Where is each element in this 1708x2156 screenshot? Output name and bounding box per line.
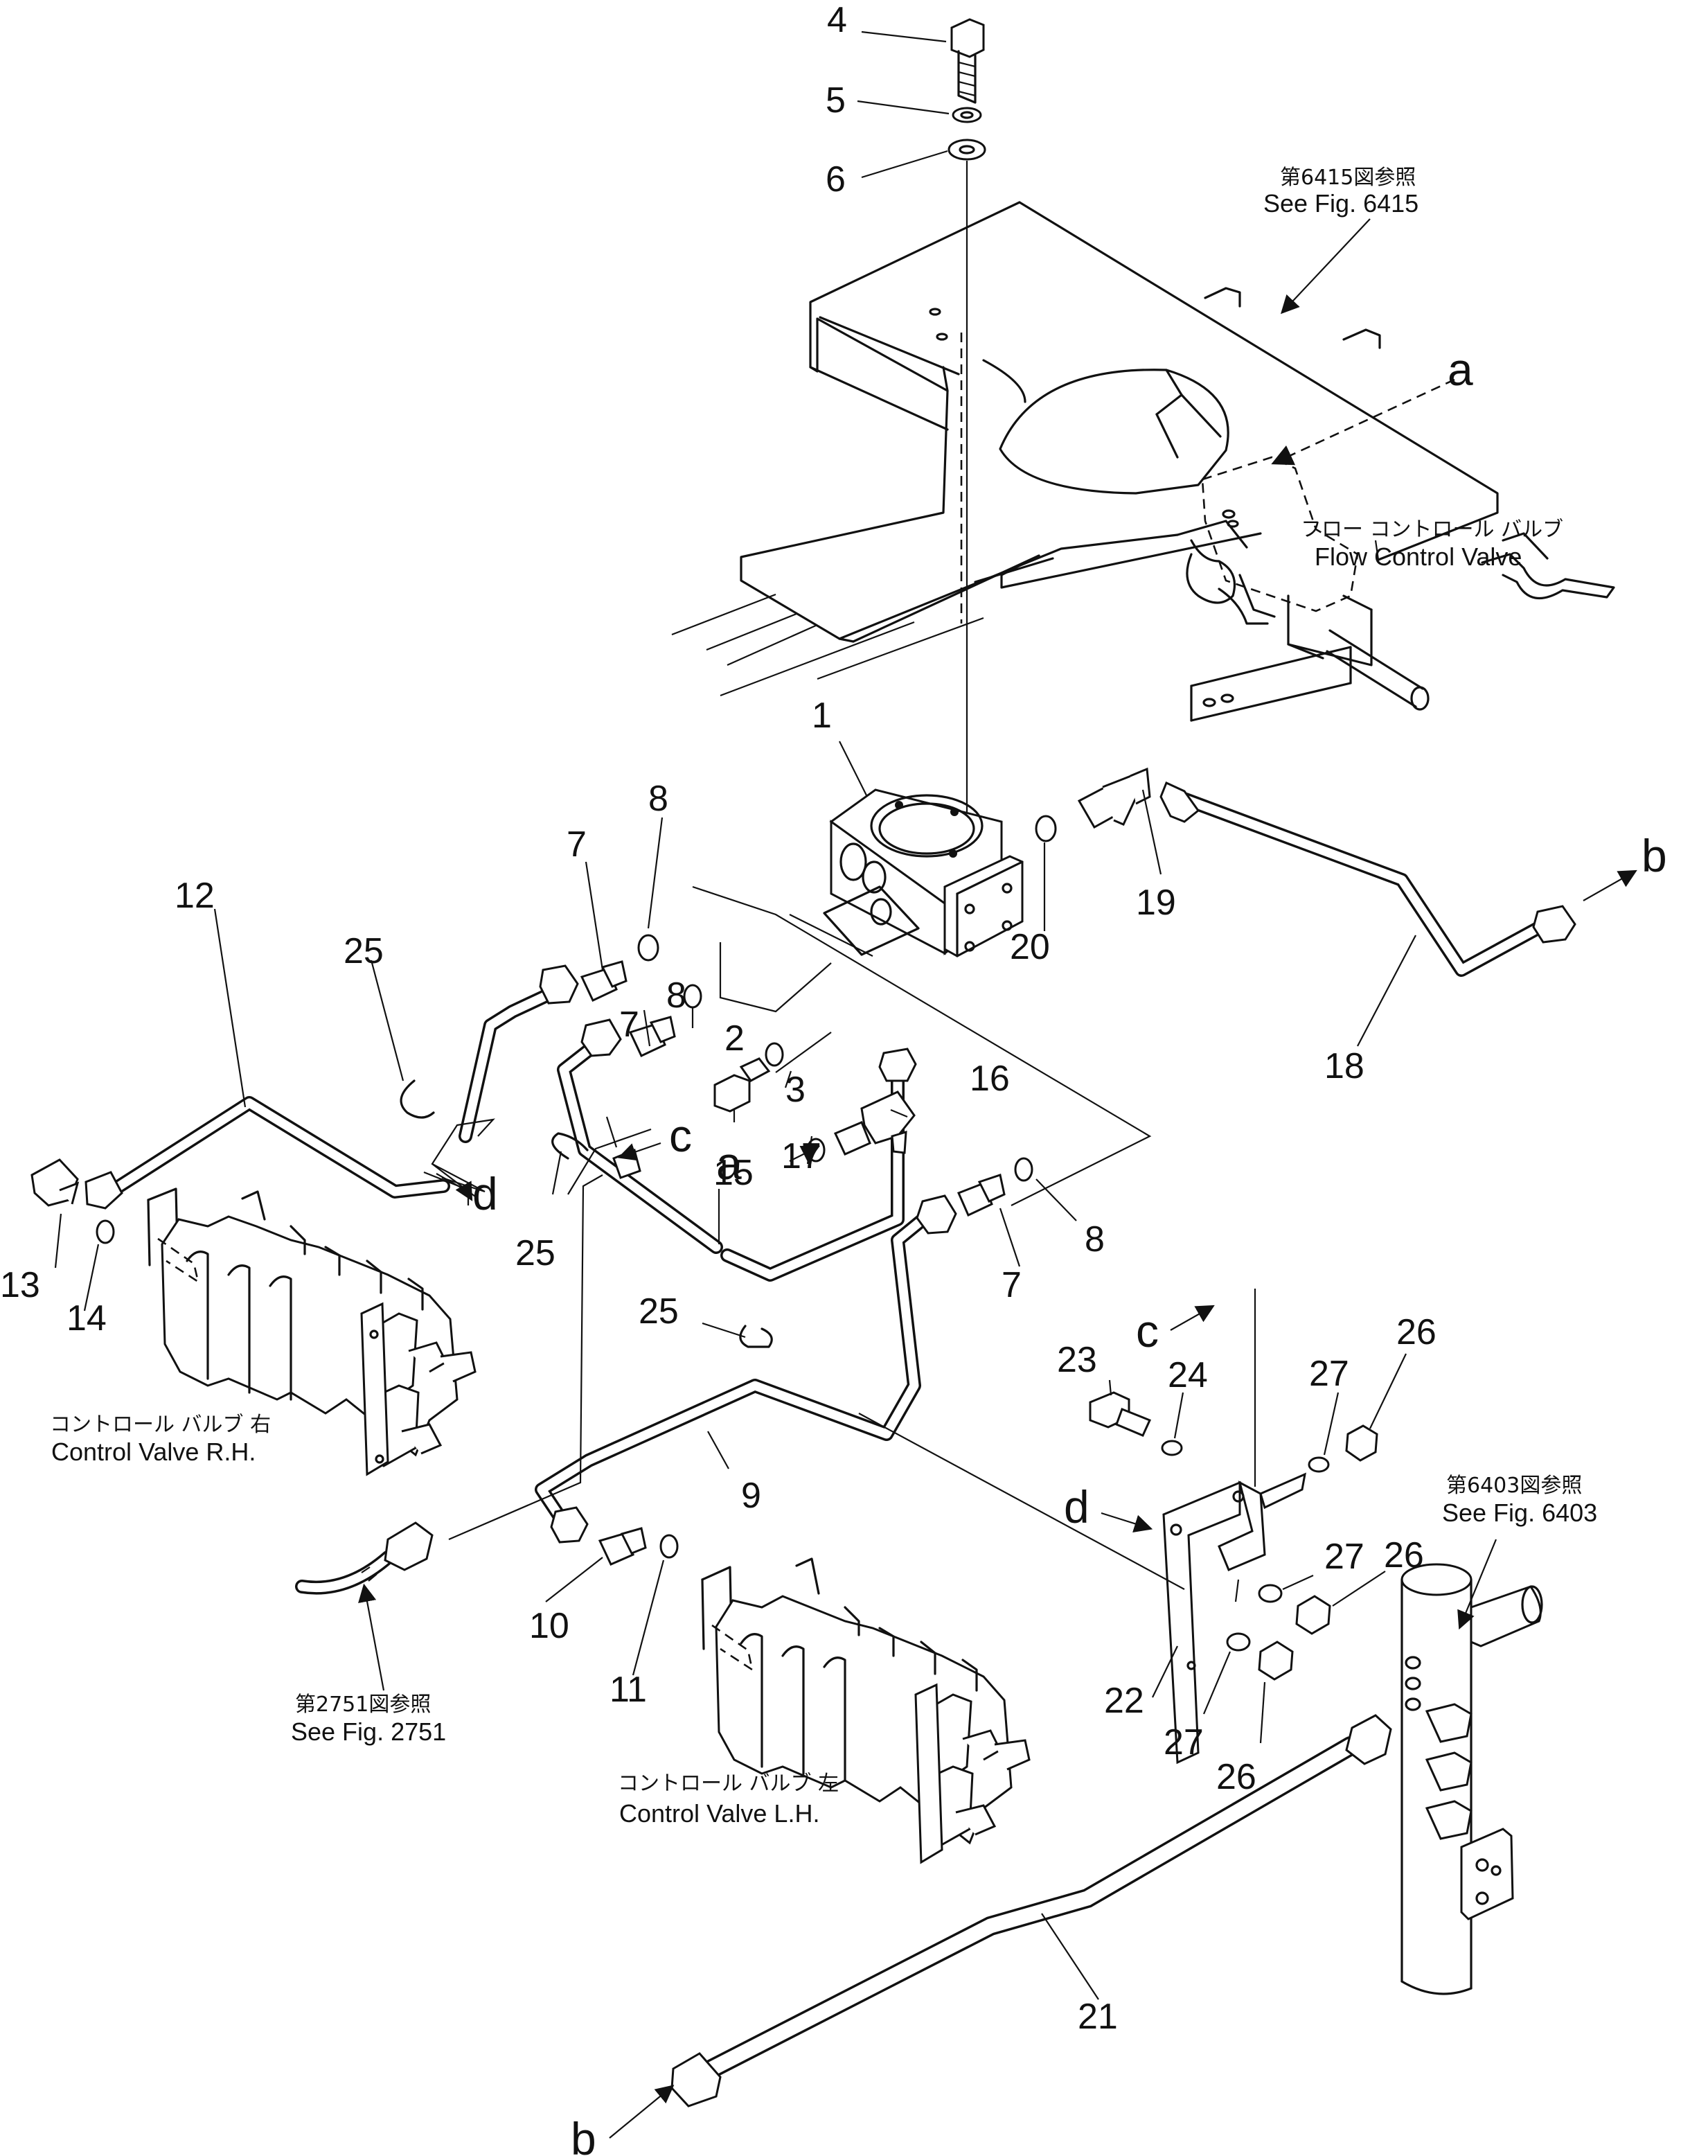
caption-fig6415-en: See Fig. 6415 (1263, 189, 1418, 218)
elbow-16 (833, 1090, 916, 1156)
label-part-25: 25 (639, 1291, 679, 1332)
caption-fig2751-jp: 第2751図参照 (295, 1693, 431, 1717)
washer-27-mid (1258, 1584, 1283, 1603)
label-part-2: 2 (724, 1018, 745, 1059)
caption-fig6403-en: See Fig. 6403 (1442, 1499, 1597, 1527)
caption-fig2751-en: See Fig. 2751 (291, 1717, 446, 1746)
pipe-12 (30, 1096, 450, 1210)
label-part-13: 13 (0, 1265, 40, 1305)
hose-21 (670, 1714, 1392, 2108)
label-part-4: 4 (827, 0, 847, 40)
fitting-7-top (580, 960, 628, 1002)
o-ring-11 (659, 1534, 679, 1559)
label-part-7: 7 (567, 824, 587, 865)
label-part-27: 27 (1164, 1722, 1204, 1762)
flow-control-valve-body (823, 788, 1024, 957)
leader-lines (54, 30, 1637, 2139)
label-part-7: 7 (1002, 1265, 1022, 1305)
label-part-20: 20 (1010, 927, 1050, 967)
clip-25-low (739, 1325, 773, 1348)
washer-27-low (1226, 1632, 1251, 1652)
o-ring-14 (96, 1219, 115, 1244)
label-part-5: 5 (826, 80, 846, 121)
label-part-18: 18 (1324, 1046, 1364, 1086)
label-part-21: 21 (1078, 1997, 1118, 2037)
label-part-22: 22 (1104, 1681, 1144, 1721)
label-part-9: 9 (741, 1476, 761, 1516)
bracket-22 (1162, 1472, 1306, 1765)
label-part-1: 1 (812, 696, 832, 736)
label-part-8: 8 (666, 975, 686, 1016)
bolt-23 (1089, 1391, 1152, 1437)
label-part-25: 25 (515, 1233, 555, 1273)
caption-cv-rh-jp: コントロール バルブ 右 (50, 1413, 271, 1437)
frame-assembly (671, 201, 1615, 722)
o-ring-8-mid (683, 984, 702, 1009)
connection-d-mid: d (472, 1168, 498, 1219)
nut-26-low (1258, 1641, 1294, 1681)
label-part-8: 8 (1085, 1219, 1105, 1260)
caption-cv-rh-en: Control Valve R.H. (51, 1438, 256, 1466)
label-part-3: 3 (785, 1070, 806, 1110)
label-part-23: 23 (1057, 1340, 1097, 1380)
connection-d-bracket: d (1064, 1481, 1089, 1532)
label-part-19: 19 (1136, 883, 1176, 923)
label-part-25: 25 (344, 931, 384, 971)
caption-fig6415-jp: 第6415図参照 (1280, 166, 1416, 190)
label-part-24: 24 (1168, 1355, 1208, 1395)
pipe-upper-left (459, 964, 579, 1143)
hose-fig2751 (295, 1521, 434, 1595)
connection-b-right: b (1642, 830, 1667, 881)
label-part-12: 12 (175, 876, 215, 916)
o-ring-20 (1035, 815, 1057, 842)
fitting-10 (598, 1527, 647, 1566)
caption-fig6403-jp: 第6403図参照 (1446, 1474, 1582, 1498)
label-part-27: 27 (1309, 1354, 1349, 1394)
fitting-7-low (957, 1174, 1006, 1217)
label-part-27: 27 (1324, 1537, 1364, 1577)
caption-cv-lh-jp: コントロール バルブ 左 (618, 1771, 839, 1796)
part-labels: 4 5 6 1 8 7 12 25 8 7 2 3 16 17 20 19 18… (0, 0, 1436, 2037)
label-part-26: 26 (1396, 1312, 1436, 1352)
label-part-26: 26 (1384, 1535, 1424, 1575)
connection-letters: a a b b c c d d (472, 344, 1667, 2156)
plug-2 (713, 1057, 771, 1113)
pipe-18 (1159, 781, 1576, 977)
connection-c-mid: c (669, 1110, 692, 1161)
captions: 第6415図参照 See Fig. 6415 フロー コントロール バルブ Fl… (50, 166, 1597, 1828)
label-part-14: 14 (66, 1298, 107, 1338)
label-part-10: 10 (529, 1606, 569, 1646)
washer-24 (1161, 1440, 1183, 1456)
connection-b-bottom: b (571, 2113, 596, 2156)
control-valve-rh (147, 1187, 477, 1476)
label-part-17: 17 (781, 1136, 821, 1176)
clip-25-top (400, 1079, 435, 1119)
control-valve-lh (701, 1557, 1031, 1864)
label-part-6: 6 (826, 159, 846, 200)
nut-26-mid (1295, 1595, 1331, 1635)
washer-27-top (1308, 1456, 1330, 1473)
connection-c-bracket: c (1136, 1305, 1159, 1357)
elbow-19 (1077, 767, 1151, 829)
pipe-9 (535, 1194, 957, 1544)
bolt-stack (948, 18, 986, 812)
label-part-15: 15 (713, 1153, 754, 1193)
connection-a-top: a (1448, 344, 1473, 395)
nut-26-top (1345, 1424, 1378, 1462)
label-part-7: 7 (619, 1005, 639, 1045)
label-part-8: 8 (648, 779, 668, 819)
fitting-7-mid (628, 1016, 676, 1057)
connection-a-mid: a (716, 1138, 742, 1189)
caption-flow-valve-jp: フロー コントロール バルブ (1301, 518, 1563, 542)
o-ring-8-low (1014, 1157, 1033, 1182)
column-fig6403 (1400, 1563, 1543, 1995)
label-part-16: 16 (970, 1059, 1010, 1099)
caption-cv-lh-en: Control Valve L.H. (619, 1799, 819, 1828)
o-ring-8-top (637, 934, 659, 962)
o-ring-3 (765, 1042, 784, 1067)
label-part-26: 26 (1216, 1757, 1256, 1797)
label-part-11: 11 (610, 1670, 647, 1710)
caption-flow-valve-en: Flow Control Valve (1315, 542, 1522, 571)
